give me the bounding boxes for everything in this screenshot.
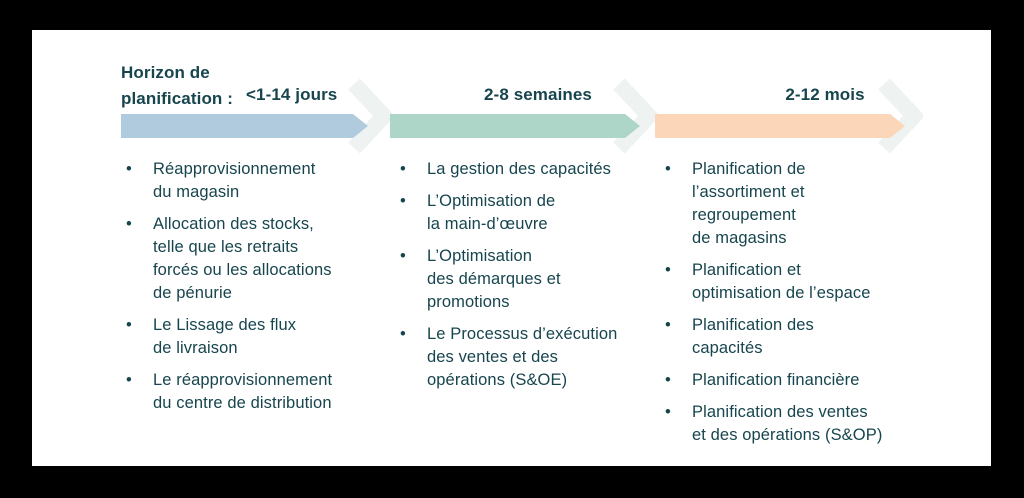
stage-1-item-list: Réapprovisionnement du magasin Allocatio… bbox=[124, 158, 362, 424]
list-item: L’Optimisation des démarques et promotio… bbox=[398, 245, 628, 314]
list-item: Réapprovisionnement du magasin bbox=[124, 158, 362, 204]
list-item: Planification de l’assortiment et regrou… bbox=[663, 158, 905, 250]
list-item: Planification et optimisation de l’espac… bbox=[663, 259, 905, 305]
list-item: Planification financière bbox=[663, 369, 905, 392]
stage-3-label: 2-12 mois bbox=[785, 85, 865, 104]
list-item: Planification des ventes et des opératio… bbox=[663, 401, 905, 447]
chevron-separator-icon bbox=[613, 78, 658, 154]
stage-1-arrow-bar bbox=[121, 114, 368, 138]
list-item: L’Optimisation de la main-d’œuvre bbox=[398, 190, 628, 236]
chevron-separator-icon bbox=[878, 78, 923, 154]
stage-3-item-list: Planification de l’assortiment et regrou… bbox=[663, 158, 905, 456]
stage-3-arrow-bar bbox=[655, 114, 905, 138]
planning-horizon-title: Horizon de planification : bbox=[121, 63, 233, 108]
stage-2-label: 2-8 semaines bbox=[484, 85, 592, 104]
chevron-separator-icon bbox=[348, 78, 393, 154]
infographic-panel: Horizon de planification : <1-14 jours 2… bbox=[32, 30, 991, 466]
list-item: La gestion des capacités bbox=[398, 158, 628, 181]
stage-2-arrow-bar bbox=[390, 114, 640, 138]
stage-1-label: <1-14 jours bbox=[246, 85, 338, 104]
list-item: Planification des capacités bbox=[663, 314, 905, 360]
list-item: Le Lissage des flux de livraison bbox=[124, 314, 362, 360]
list-item: Le Processus d’exécution des ventes et d… bbox=[398, 323, 628, 392]
list-item: Allocation des stocks, telle que les ret… bbox=[124, 213, 362, 305]
list-item: Le réapprovisionnement du centre de dist… bbox=[124, 369, 362, 415]
stage-2-item-list: La gestion des capacités L’Optimisation … bbox=[398, 158, 628, 401]
